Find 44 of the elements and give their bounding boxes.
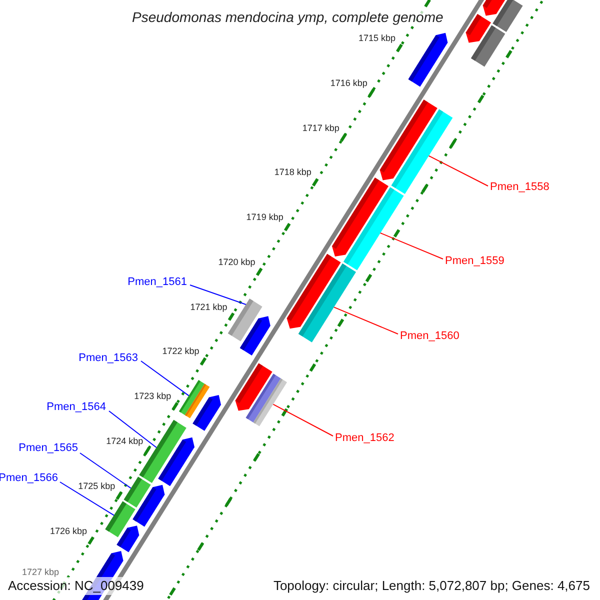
leader-line [80,452,132,489]
leader-line [428,155,488,186]
scale-label: 1715 kbp [358,34,396,43]
scale-label: 1726 kbp [50,526,88,536]
scale-label: 1723 kbp [134,392,172,402]
gene-bar [391,109,453,194]
gene-bar [158,437,194,486]
gene-label: Pmen_1563 [78,351,138,365]
scale-label: 1719 kbp [246,213,284,222]
gene-bar [240,316,270,356]
gene-label: Pmen_1561 [128,275,187,289]
gene-label: Pmen_1565 [18,441,78,455]
gene-label: Pmen_1560 [400,329,460,343]
gene-label: Pmen_1559 [445,254,504,268]
leader-line [60,482,114,516]
leader-line [272,404,334,436]
gene-bar [124,476,151,508]
scale-label: 1720 kbp [218,258,256,267]
gene-label: Pmen_1562 [335,431,394,445]
gene-bar [344,187,404,270]
gene-label: Pmen_1566 [0,471,58,485]
leader-line [190,284,246,305]
gene-bar [192,395,221,431]
gene-bar [298,264,356,342]
scale-label: 1718 kbp [274,168,312,178]
gene-bar [408,32,448,87]
gene-bar [482,0,508,16]
scale-label: 1725 kbp [78,482,116,491]
scale-label: 1721 kbp [190,302,228,312]
scale-label: 1716 kbp [330,78,368,88]
leader-line [380,232,444,260]
leader-line [140,360,190,396]
leader-line [334,306,398,334]
leader-line [108,410,157,448]
gene-bar [116,526,140,552]
scale-label: 1727 kbp [22,568,60,578]
gene-bar [471,25,506,67]
gene-label: Pmen_1558 [490,180,550,194]
scale-label: 1722 kbp [162,347,200,356]
scale-label: 1724 kbp [106,436,144,446]
gene-bar [492,0,523,32]
gene-bar [246,374,287,426]
scale-label: 1717 kbp [302,124,340,133]
gene-label: Pmen_1564 [46,400,106,414]
